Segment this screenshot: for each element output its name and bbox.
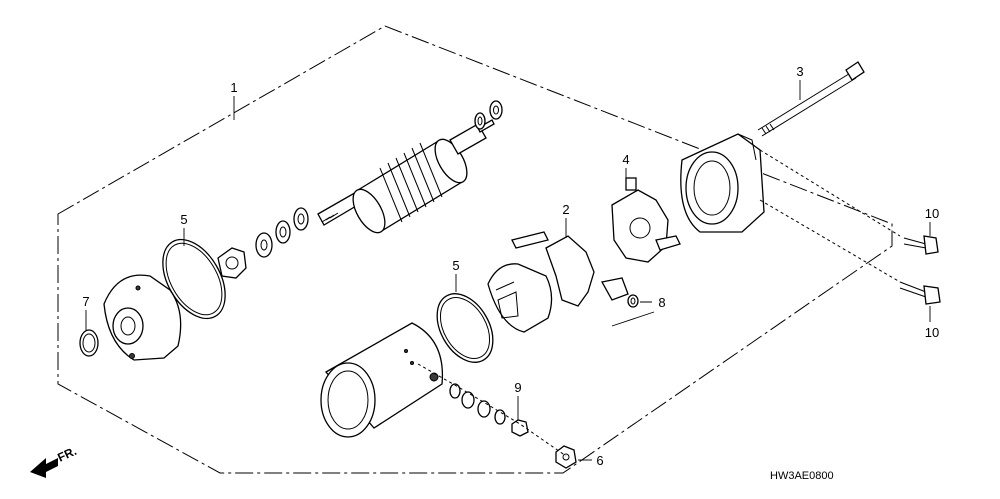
terminal-nut-small [627, 294, 639, 308]
washer [255, 232, 273, 258]
callout-7: 7 [82, 294, 89, 309]
callout-8: 8 [658, 295, 665, 310]
callout-6: 6 [596, 453, 603, 468]
reference-code: HW3AE0800 [770, 470, 834, 482]
front-direction-indicator: FR. [30, 444, 79, 478]
terminal-washer [494, 409, 506, 425]
callout-5-left: 5 [180, 212, 187, 227]
callout-5-right: 5 [452, 258, 459, 273]
terminal-washer [461, 391, 475, 409]
callout-9: 9 [514, 380, 521, 395]
washer [293, 207, 309, 231]
brush-plate [511, 231, 629, 307]
flange-bolt-lower [899, 281, 941, 305]
callout-3: 3 [796, 64, 803, 79]
assembly-boundary [57, 25, 893, 474]
callout-10-upper: 10 [925, 206, 939, 221]
terminal-washer [449, 383, 461, 399]
callout-10-lower: 10 [925, 325, 939, 340]
brush-holder-plate [611, 177, 681, 263]
rear-cover [680, 133, 765, 233]
armature [317, 119, 495, 234]
yoke [320, 322, 444, 438]
front-cover [103, 274, 182, 361]
callout-1: 1 [230, 80, 237, 95]
shaft-washer [474, 112, 486, 130]
shaft-washer [489, 100, 503, 120]
flange-bolt-upper [903, 235, 939, 255]
terminal-washer [477, 400, 491, 418]
direction-label: FR. [55, 444, 78, 465]
bearing-retainer [217, 247, 247, 279]
brush-holder-ring [487, 263, 553, 333]
callout-2: 2 [562, 202, 569, 217]
washer [275, 220, 291, 244]
terminal-nut [511, 419, 529, 437]
leader-8 [611, 301, 655, 327]
callout-4: 4 [622, 152, 629, 167]
flange-nut [555, 445, 577, 469]
through-bolt [757, 61, 865, 137]
direction-arrow-icon [30, 458, 58, 478]
